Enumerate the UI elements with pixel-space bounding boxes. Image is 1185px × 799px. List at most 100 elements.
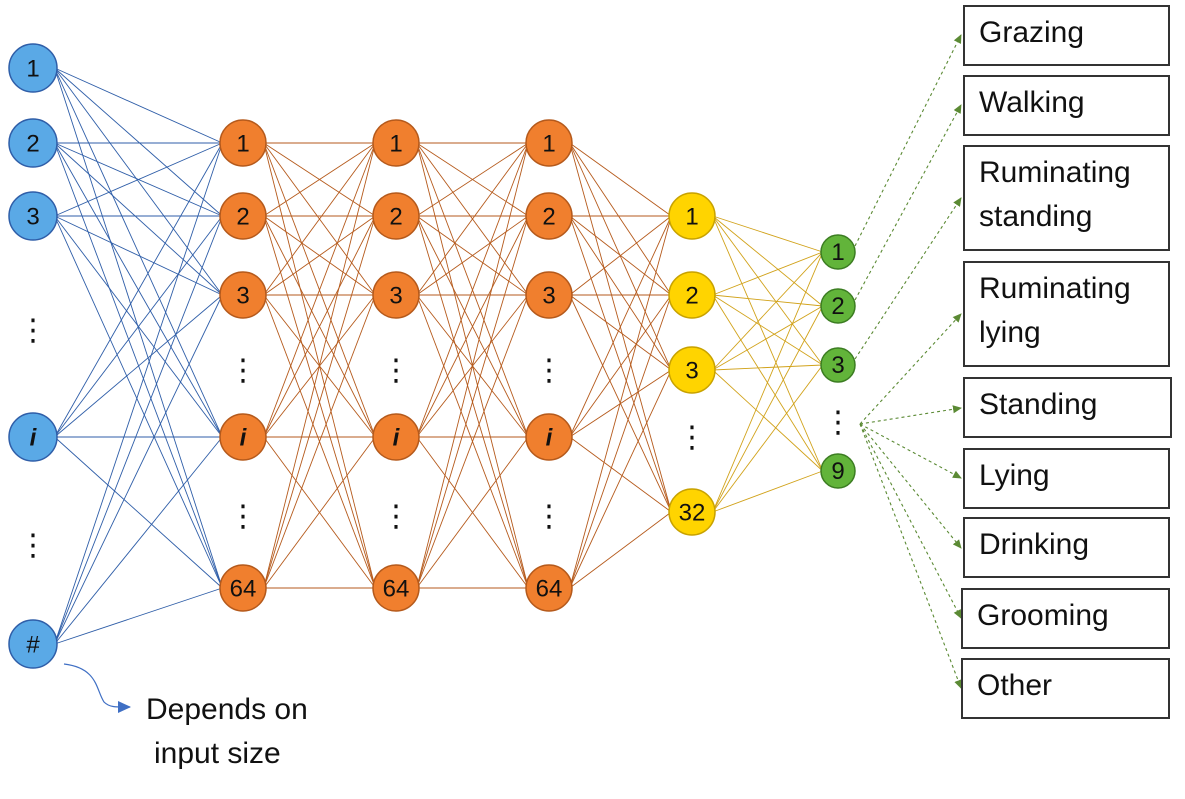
hidden2-node-label: 64: [383, 576, 410, 603]
connection-line: [54, 294, 223, 645]
hidden3-node-label: 3: [542, 283, 555, 310]
connection-line: [416, 215, 529, 589]
class-box-lying: Lying: [963, 448, 1170, 509]
connection-line: [54, 436, 223, 589]
connection-line: [569, 294, 672, 589]
input-node-label: #: [26, 632, 40, 659]
connection-line: [569, 511, 672, 589]
hidden3-node: [525, 119, 573, 167]
connection-line: [569, 215, 672, 589]
class-arrow: [854, 104, 962, 301]
input-size-note: Depends on input size: [146, 688, 308, 776]
hidden1-node: [219, 413, 267, 461]
connection-line: [712, 305, 824, 513]
connection-line: [569, 215, 672, 296]
hidden1-node: [219, 192, 267, 240]
hidden3-node-label: 1: [542, 131, 555, 158]
class-box-drinking: Drinking: [963, 517, 1170, 578]
input-ellipsis: ⋮: [18, 314, 48, 347]
connection-line: [416, 142, 529, 217]
connection-line: [416, 215, 529, 296]
hidden3-node-label: i: [546, 425, 554, 452]
connection-line: [712, 294, 823, 307]
input-node-label: 1: [26, 56, 39, 83]
connection-line: [54, 67, 223, 144]
hidden2-node-label: 3: [389, 283, 402, 310]
hidden1-node-label: 64: [230, 576, 257, 603]
input-node: [8, 118, 58, 168]
connection-line: [54, 67, 223, 589]
connection-line: [54, 215, 223, 296]
connection-line: [569, 142, 672, 217]
class-arrow: [859, 313, 962, 425]
input-node: [8, 43, 58, 93]
dense32-node-label: 3: [685, 358, 698, 385]
connection-line: [569, 369, 672, 589]
connection-line: [263, 215, 376, 589]
connection-line: [54, 215, 223, 589]
input-ellipsis: ⋮: [18, 529, 48, 562]
class-box-grazing: Grazing: [963, 5, 1170, 66]
connection-line: [416, 142, 529, 589]
class-arrow: [854, 197, 962, 360]
connection-line: [54, 215, 223, 438]
connection-line: [416, 215, 529, 438]
class-box-ruminating-standing: Ruminating standing: [963, 145, 1170, 251]
output-node: [820, 234, 856, 270]
dense32-node-label: 1: [685, 204, 698, 231]
class-label: Standing: [979, 388, 1098, 421]
hidden1-node: [219, 564, 267, 612]
connection-line: [569, 294, 672, 371]
connection-line: [263, 142, 376, 217]
hidden2-node: [372, 192, 420, 240]
hidden3-node: [525, 413, 573, 461]
connection-line: [54, 142, 223, 438]
connection-line: [263, 215, 376, 438]
dense32-node: [668, 192, 716, 240]
connection-line: [54, 67, 223, 296]
note-arrow: [63, 663, 131, 714]
connection-line: [569, 215, 672, 438]
connection-line: [54, 67, 223, 438]
connection-line: [712, 215, 824, 472]
class-box-other: Other: [961, 658, 1170, 719]
connection-line: [54, 142, 223, 217]
class-label: Walking: [979, 86, 1085, 119]
class-label: Grooming: [977, 599, 1109, 632]
connection-line: [54, 142, 223, 296]
hidden3-node-label: 2: [542, 204, 555, 231]
class-label: Lying: [979, 459, 1050, 492]
connection-line: [712, 364, 824, 513]
class-label: Other: [977, 669, 1053, 702]
dense32-ellipsis: ⋮: [677, 421, 707, 454]
connection-line: [712, 369, 824, 472]
hidden2-node-label: 2: [389, 204, 402, 231]
connection-line: [54, 294, 223, 438]
connection-line: [54, 142, 223, 645]
connection-line: [569, 215, 672, 371]
hidden1-node: [219, 271, 267, 319]
hidden2-node: [372, 119, 420, 167]
input-node-label: 2: [26, 131, 39, 158]
neuron-nodes: 123⋮i⋮#123⋮i⋮64123⋮i⋮64123⋮i⋮64123⋮32123…: [8, 43, 856, 669]
connection-line: [712, 215, 823, 307]
connection-line: [263, 142, 376, 589]
hidden3-ellipsis: ⋮: [534, 500, 564, 533]
class-arrow: [854, 34, 962, 247]
connection-line: [712, 305, 823, 371]
class-arrow: [859, 423, 962, 479]
dense32-node-label: 32: [679, 500, 706, 527]
output-node: [820, 453, 856, 489]
class-arrow: [859, 423, 962, 549]
connection-line: [569, 294, 672, 438]
connection-line: [712, 215, 823, 253]
connection-line: [416, 142, 529, 438]
hidden2-node: [372, 271, 420, 319]
connection-line: [712, 470, 823, 513]
connection-line: [263, 142, 376, 296]
connection-lines: [54, 67, 824, 645]
dense32-node-label: 2: [685, 283, 698, 310]
connection-line: [712, 251, 824, 371]
connection-line: [569, 142, 672, 371]
